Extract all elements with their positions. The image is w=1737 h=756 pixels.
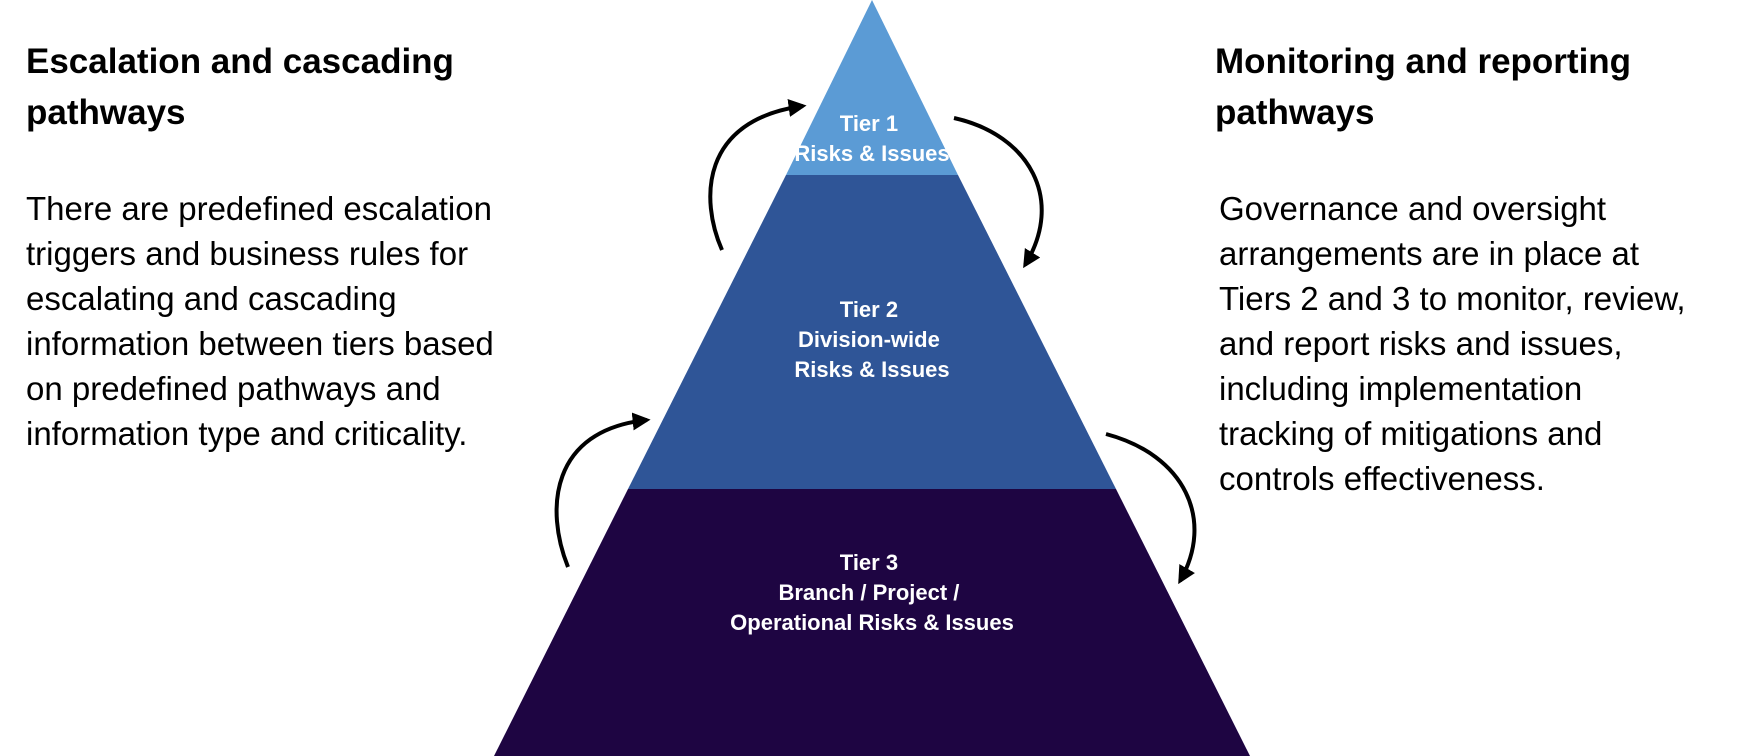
tier-3-label-line: Operational Risks & Issues [730,610,1014,635]
tier-1-label-line: Tier 1 [840,111,898,136]
cascade-arrow-upper [953,116,1044,269]
monitoring-description-line: including implementation [1219,370,1583,407]
tier-2-label: Tier 2 Division-wide Risks & Issues [794,297,949,382]
escalation-description-line: information type and criticality. [26,415,468,452]
tier-3-label: Tier 3 Branch / Project / Operational Ri… [730,550,1014,635]
monitoring-heading: Monitoring and reporting pathways [1215,36,1735,138]
monitoring-heading-line: Monitoring and reporting [1215,42,1632,81]
monitoring-description-line: Tiers 2 and 3 to monitor, review, [1219,280,1686,317]
escalation-description-line: There are predefined escalation [26,190,492,227]
tier-1-band [786,0,958,175]
monitoring-description-line: tracking of mitigations and [1219,415,1603,452]
tier-1-label-line: Risks & Issues [794,141,949,166]
tier-2-band [628,175,1116,489]
monitoring-panel: Monitoring and reporting pathways Govern… [1215,36,1735,501]
tier-2-label-line: Risks & Issues [794,357,949,382]
tier-1-label: Tier 1 Risks & Issues [794,111,949,166]
escalation-heading-line: pathways [26,93,186,132]
tier-3-label-line: Tier 3 [840,550,898,575]
escalation-description-line: on predefined pathways and [26,370,441,407]
monitoring-description-line: and report risks and issues, [1219,325,1623,362]
escalation-description-line: information between tiers based [26,325,494,362]
escalation-heading: Escalation and cascading pathways [26,36,546,138]
escalation-arrow-lower [554,412,651,568]
escalation-description: There are predefined escalation triggers… [26,186,546,456]
monitoring-description-line: controls effectiveness. [1219,460,1545,497]
tier-2-label-line: Tier 2 [840,297,898,322]
cascade-arrow-lower [1105,432,1197,585]
escalation-arrow-upper [708,99,807,251]
monitoring-description-line: Governance and oversight [1219,190,1607,227]
tier-3-band [494,489,1250,756]
escalation-heading-line: Escalation and cascading [26,42,454,81]
escalation-panel: Escalation and cascading pathways There … [26,36,546,456]
tier-3-label-line: Branch / Project / [778,580,959,605]
escalation-description-line: escalating and cascading [26,280,397,317]
tier-2-label-line: Division-wide [798,327,940,352]
monitoring-description-line: arrangements are in place at [1219,235,1640,272]
monitoring-heading-line: pathways [1215,93,1375,132]
monitoring-description: Governance and oversight arrangements ar… [1219,186,1735,501]
escalation-description-line: triggers and business rules for [26,235,469,272]
